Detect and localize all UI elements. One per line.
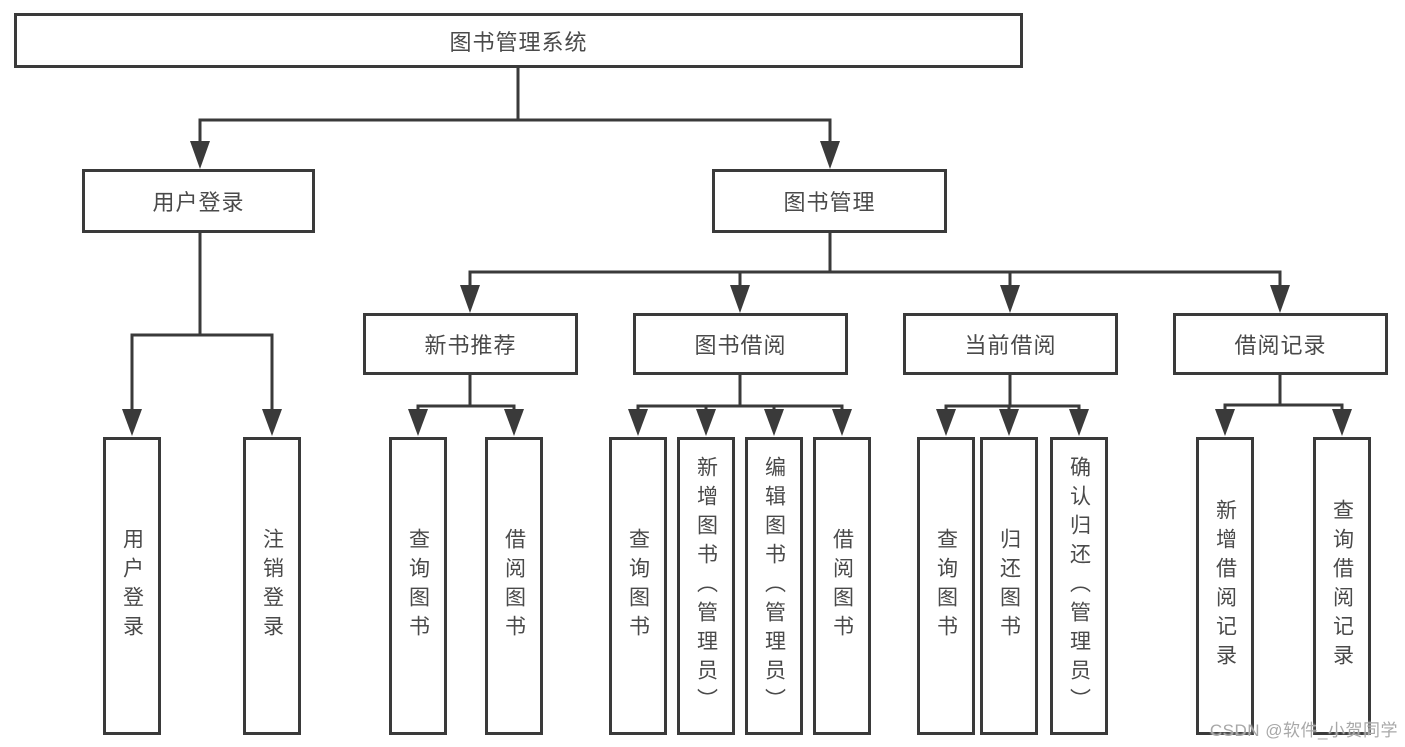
arrow-icon bbox=[1000, 285, 1020, 313]
leaf-logout-login: 注销登录 bbox=[243, 437, 301, 735]
arrow-icon bbox=[504, 409, 524, 436]
arrow-icon bbox=[936, 409, 956, 436]
arrow-icon bbox=[1270, 285, 1290, 313]
node-book-borrow: 图书借阅 bbox=[633, 313, 848, 375]
leaf-borrow-query-books: 查询图书 bbox=[609, 437, 667, 735]
leaf-newbooks-query-books: 查询图书 bbox=[389, 437, 447, 735]
node-label: 图书管理 bbox=[783, 190, 876, 215]
leaf-borrow-borrow-books: 借阅图书 bbox=[813, 437, 871, 735]
node-label: 图书管理系统 bbox=[449, 29, 588, 55]
connector-records-to-leaves bbox=[1223, 375, 1344, 416]
node-label: 注销登录 bbox=[260, 528, 284, 644]
connector-bookmgmt-to-level3 bbox=[468, 233, 1282, 292]
arrow-icon bbox=[1215, 409, 1235, 436]
arrow-icon bbox=[262, 409, 282, 436]
arrow-icon bbox=[1069, 409, 1089, 436]
node-label: 借阅图书 bbox=[830, 528, 854, 644]
node-label: 查询图书 bbox=[406, 528, 430, 644]
arrow-icon bbox=[764, 409, 784, 436]
arrow-icon bbox=[460, 285, 480, 313]
node-label: 用户登录 bbox=[152, 190, 245, 215]
leaf-current-query-books: 查询图书 bbox=[917, 437, 975, 735]
connector-bookborrow-to-leaves bbox=[636, 375, 844, 416]
connector-root-to-level2 bbox=[198, 68, 832, 148]
node-label: 图书借阅 bbox=[694, 333, 787, 358]
arrow-icon bbox=[832, 409, 852, 436]
arrow-icon bbox=[730, 285, 750, 313]
leaf-borrow-add-books-admin: 新增图书（管理员） bbox=[677, 437, 735, 735]
leaf-current-confirm-return-admin: 确认归还（管理员） bbox=[1050, 437, 1108, 735]
node-label: 新增借阅记录 bbox=[1213, 499, 1237, 673]
leaf-borrow-edit-books-admin: 编辑图书（管理员） bbox=[745, 437, 803, 735]
node-label: 查询图书 bbox=[934, 528, 958, 644]
arrow-icon bbox=[696, 409, 716, 436]
node-label: 确认归还（管理员） bbox=[1067, 455, 1091, 717]
leaf-user-login: 用户登录 bbox=[103, 437, 161, 735]
node-label: 借阅记录 bbox=[1234, 333, 1327, 358]
node-label: 归还图书 bbox=[997, 528, 1021, 644]
connector-userlogin-to-leaves bbox=[130, 233, 274, 414]
node-book-management: 图书管理 bbox=[712, 169, 947, 233]
node-current-borrow: 当前借阅 bbox=[903, 313, 1118, 375]
arrow-icon bbox=[628, 409, 648, 436]
arrow-icon bbox=[190, 141, 210, 169]
csdn-watermark: CSDN @软件_小贺同学 bbox=[1209, 721, 1398, 740]
leaf-current-return-books: 归还图书 bbox=[980, 437, 1038, 735]
node-label: 用户登录 bbox=[120, 528, 144, 644]
node-borrow-records: 借阅记录 bbox=[1173, 313, 1388, 375]
node-label: 新增图书（管理员） bbox=[694, 455, 718, 717]
leaf-newbooks-borrow-books: 借阅图书 bbox=[485, 437, 543, 735]
node-label: 新书推荐 bbox=[424, 333, 517, 358]
node-label: 查询借阅记录 bbox=[1330, 499, 1354, 673]
arrow-icon bbox=[820, 141, 840, 169]
leaf-records-query-record: 查询借阅记录 bbox=[1313, 437, 1371, 735]
arrow-icon bbox=[1332, 409, 1352, 436]
connector-newbooks-to-leaves bbox=[416, 375, 516, 416]
leaf-records-add-record: 新增借阅记录 bbox=[1196, 437, 1254, 735]
arrow-icon bbox=[999, 409, 1019, 436]
node-label: 借阅图书 bbox=[502, 528, 526, 644]
node-label: 编辑图书（管理员） bbox=[762, 455, 786, 717]
node-label: 查询图书 bbox=[626, 528, 650, 644]
arrowheads bbox=[122, 141, 1352, 436]
node-label: 当前借阅 bbox=[964, 333, 1057, 358]
node-user-login: 用户登录 bbox=[82, 169, 315, 233]
node-new-book-recommend: 新书推荐 bbox=[363, 313, 578, 375]
arrow-icon bbox=[408, 409, 428, 436]
node-root: 图书管理系统 bbox=[14, 13, 1023, 68]
arrow-icon bbox=[122, 409, 142, 436]
